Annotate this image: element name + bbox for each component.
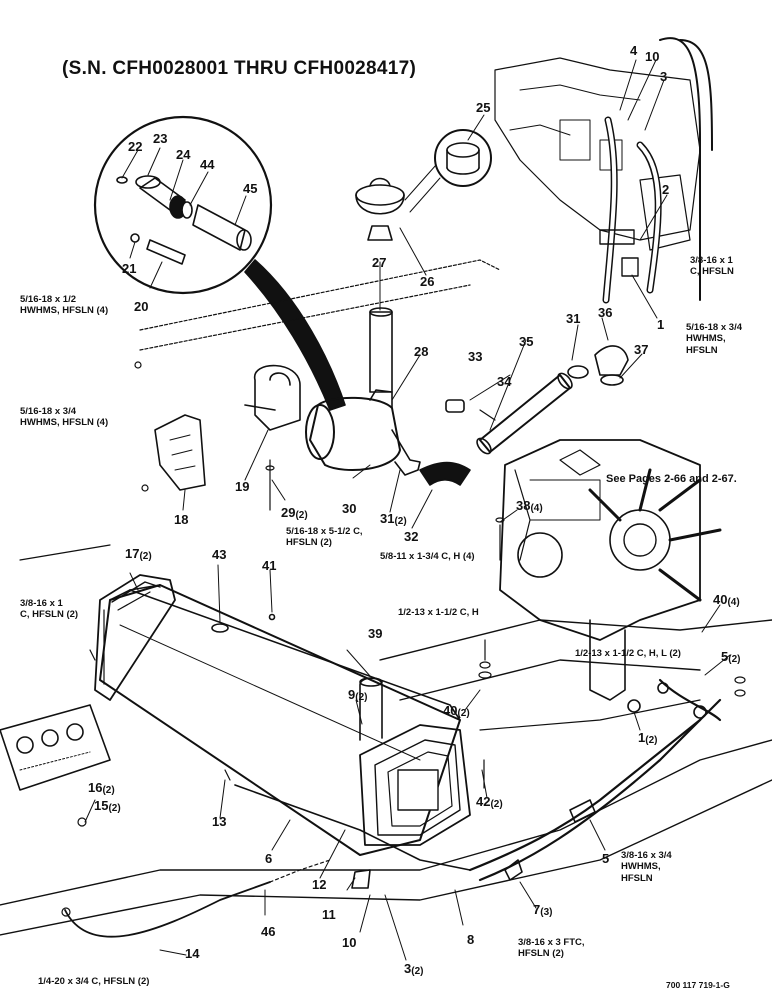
callout-10-top: 10 (645, 49, 660, 64)
callout-44: 44 (200, 157, 215, 172)
detail-zoom-wedge (244, 259, 346, 411)
filter-detail-circle (93, 115, 273, 295)
callout-42-qty2: 42(2) (476, 794, 503, 810)
callout-1: 1 (657, 317, 665, 332)
callout-11: 11 (322, 907, 336, 922)
hardware-note-h7: 3/8-16 x 1 C, HFSLN (2) (20, 598, 79, 621)
callout-34: 34 (497, 374, 512, 389)
callout-28: 28 (414, 344, 429, 359)
callout-41: 41 (262, 558, 277, 573)
callout-3-qty2: 3(2) (404, 961, 424, 977)
callout-25: 25 (476, 100, 491, 115)
restriction-indicator (445, 399, 496, 421)
drawing-number: 700 117 719-1-G (666, 980, 730, 990)
hardware-note-h11: 3/8-16 x 3 FTC, HFSLN (2) (518, 937, 585, 960)
radiator-hose (599, 37, 713, 304)
tank-strap-left (94, 574, 176, 701)
serial-number-range-title: (S.N. CFH0028001 THRU CFH0028417) (62, 58, 417, 79)
callout-39: 39 (368, 626, 383, 641)
control-panel (0, 704, 111, 791)
engine-block-upper (494, 57, 701, 251)
callout-9-qty2: 9(2) (348, 687, 368, 703)
callout-40-qty2: 40(2) (443, 703, 470, 719)
callout-10-bottom: 10 (342, 935, 357, 950)
callout-18: 18 (174, 512, 189, 527)
callout-45: 45 (243, 181, 258, 196)
callout-36: 36 (598, 305, 613, 320)
hardware-note-h6: 5/16-18 x 3/4 HWHMS, HFSLN (686, 322, 742, 356)
fuel-lines (64, 678, 722, 938)
hardware-note-h2: 5/16-18 x 3/4 HWHMS, HFSLN (4) (20, 406, 109, 429)
callout-15-qty2: 15(2) (94, 798, 121, 814)
callout-5: 5 (602, 851, 610, 866)
callout-33: 33 (468, 349, 483, 364)
callout-37: 37 (634, 342, 649, 357)
intake-hose-elbow (419, 461, 471, 486)
callout-20: 20 (134, 299, 149, 314)
callout-46: 46 (261, 924, 276, 939)
tank-strap-right (359, 724, 471, 846)
callout-5-qty2: 5(2) (721, 649, 741, 665)
callout-6: 6 (265, 851, 273, 866)
hardware-note-h4: 5/8-11 x 1-3/4 C, H (4) (380, 551, 475, 562)
callout-3: 3 (660, 69, 668, 84)
callout-1-qty2: 1(2) (638, 730, 658, 746)
callout-14: 14 (185, 946, 200, 961)
frame-rails (0, 259, 772, 936)
leader-lines (84, 59, 731, 961)
hardware-note-h1: 5/16-18 x 1/2 HWHMS, HFSLN (4) (20, 294, 109, 317)
callout-8: 8 (467, 932, 475, 947)
callout-43: 43 (212, 547, 227, 562)
callout-13: 13 (212, 814, 227, 829)
callout-38-qty4: 38(4) (516, 498, 543, 514)
callout-19: 19 (235, 479, 250, 494)
callout-24: 24 (176, 147, 191, 162)
callout-40-qty4: 40(4) (713, 592, 740, 608)
callout-27: 27 (372, 255, 387, 270)
callout-31: 31 (566, 311, 581, 326)
callout-23: 23 (153, 131, 168, 146)
engine-block-lower (499, 439, 722, 701)
hardware-note-h8: 1/2-13 x 1-1/2 C, H (398, 607, 479, 618)
intake-tube-35 (476, 372, 573, 455)
mount-bracket (154, 414, 206, 491)
callout-4: 4 (630, 43, 638, 58)
mount-band (244, 364, 301, 431)
callout-21: 21 (122, 261, 137, 276)
hardware-markers (61, 361, 746, 917)
precleaner-cap (355, 129, 492, 241)
air-cleaner (305, 389, 421, 476)
hardware-note-h12: 1/4-20 x 3/4 C, HFSLN (2) (38, 976, 150, 987)
hardware-note-h5: 3/8-16 x 1 C, HFSLN (690, 255, 734, 278)
hardware-note-h9: 1/2-13 x 1-1/2 C, H, L (2) (575, 648, 681, 659)
callout-29-qty2: 29(2) (281, 505, 308, 521)
callout-2: 2 (662, 182, 670, 197)
intake-tube (369, 307, 393, 393)
fuel-tank (99, 584, 461, 856)
hardware-note-h3: 5/16-18 x 5-1/2 C, HFSLN (2) (286, 526, 363, 549)
callout-12: 12 (312, 877, 327, 892)
callout-17-qty2: 17(2) (125, 546, 152, 562)
callout-32: 32 (404, 529, 419, 544)
callout-22: 22 (128, 139, 143, 154)
callout-35: 35 (519, 334, 534, 349)
callout-30: 30 (342, 501, 357, 516)
elbow-36 (567, 345, 629, 386)
callout-7-qty3: 7(3) (533, 902, 553, 918)
callout-26: 26 (420, 274, 435, 289)
callout-16-qty2: 16(2) (88, 780, 115, 796)
callout-31-qty2: 31(2) (380, 511, 407, 527)
see-pages-note: See Pages 2-66 and 2-67. (606, 473, 737, 485)
hardware-note-h10: 3/8-16 x 3/4 HWHMS, HFSLN (621, 850, 672, 884)
